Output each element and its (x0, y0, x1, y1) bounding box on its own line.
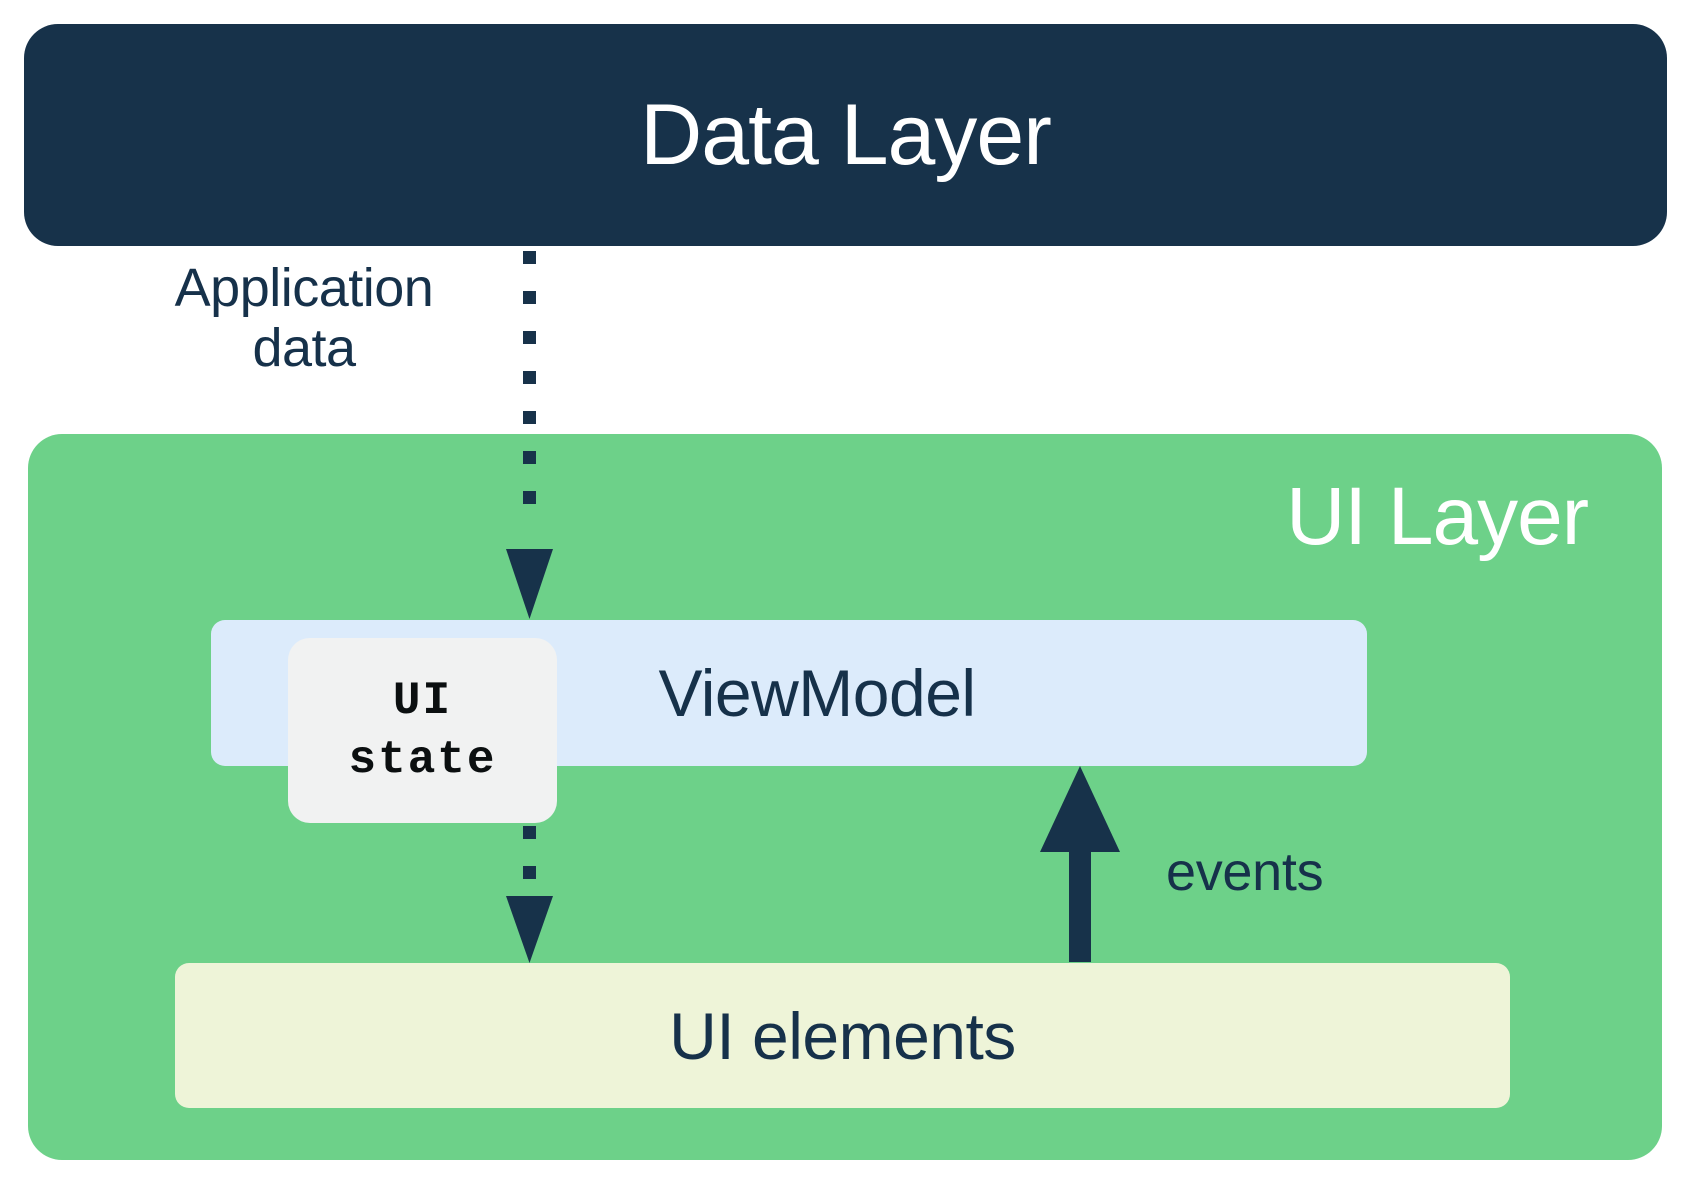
ui-elements-box: UI elements (175, 963, 1510, 1108)
ui-state-chip: UI state (288, 638, 557, 823)
ui-state-line1: UI (392, 674, 453, 727)
application-data-label-line2: data (252, 318, 356, 379)
ui-state-line2: state (348, 733, 497, 786)
application-data-label-line1: Application (174, 258, 434, 318)
application-data-label: Application data (150, 258, 458, 379)
events-label: events (1166, 842, 1324, 902)
ui-elements-label: UI elements (669, 998, 1016, 1073)
data-layer-title: Data Layer (640, 87, 1052, 183)
data-layer-box: Data Layer (24, 24, 1667, 246)
ui-layer-title: UI Layer (1286, 471, 1589, 562)
viewmodel-label: ViewModel (658, 656, 976, 730)
